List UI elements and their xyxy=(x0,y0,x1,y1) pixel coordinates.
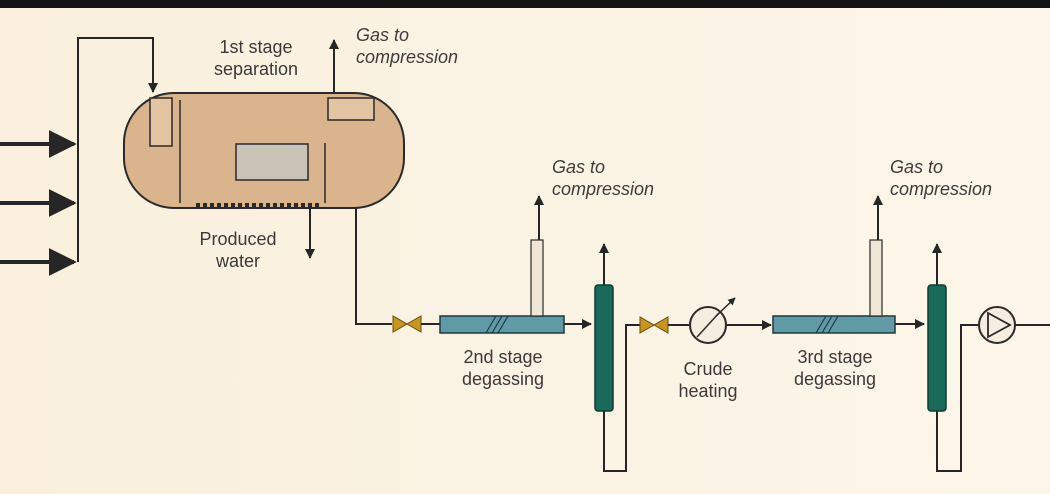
valve-2 xyxy=(639,316,669,334)
second-stage-label: 2nd stage degassing xyxy=(461,347,545,389)
gas-label-3: Gas to compression xyxy=(890,157,993,199)
export-pump xyxy=(978,306,1050,344)
column-1 xyxy=(594,243,640,472)
crude-heater xyxy=(689,297,736,344)
gas-label-2: Gas to compression xyxy=(552,157,655,199)
oil-line-1 xyxy=(355,208,392,325)
crude-heating-label: Crude heating xyxy=(678,359,738,401)
produced-water-label: Produced water xyxy=(199,229,277,271)
third-stage-degasser xyxy=(772,239,896,334)
column-2 xyxy=(927,243,978,472)
top-border xyxy=(0,0,1050,8)
valve-1 xyxy=(392,315,422,333)
first-stage-separator xyxy=(123,92,405,209)
first-stage-label: 1st stage separation xyxy=(213,37,299,79)
third-stage-label: 3rd stage degassing xyxy=(793,347,877,389)
second-stage-degasser xyxy=(439,239,565,334)
gas-label-1: Gas to compression xyxy=(356,25,459,67)
inlet-streams xyxy=(0,37,158,276)
